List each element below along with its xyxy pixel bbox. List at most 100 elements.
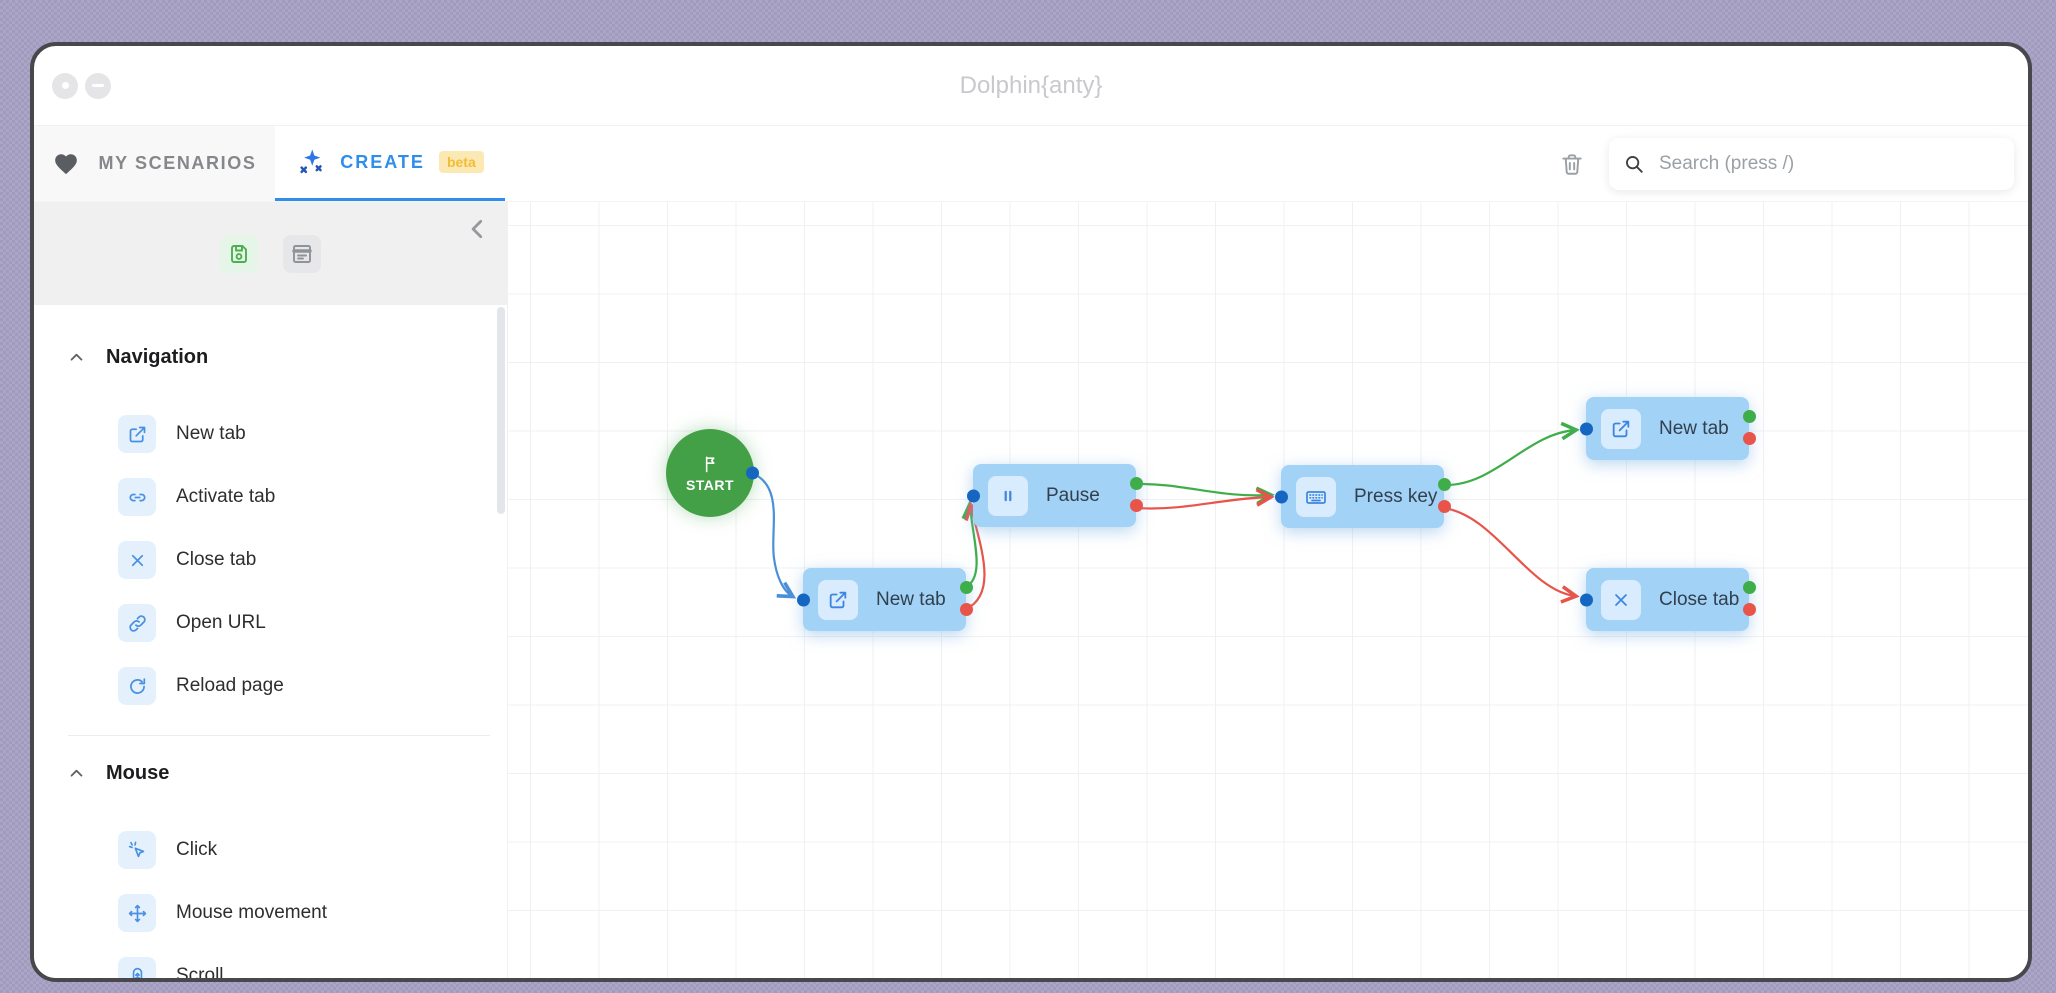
error-port[interactable] [1130,498,1143,512]
success-port[interactable] [960,580,973,594]
node-new-tab-1[interactable]: New tab [797,568,973,631]
form-view-button[interactable] [283,234,321,273]
collapse-sidebar-button[interactable] [465,216,491,242]
trash-icon [1559,151,1585,177]
section-navigation-header[interactable]: Navigation [34,337,507,377]
tab-label: CREATE [340,151,425,172]
item-label: Reload page [176,675,284,696]
section-title: Navigation [106,345,209,368]
success-port[interactable] [1743,580,1756,594]
sidebar-item-new-tab[interactable]: New tab [34,415,507,453]
flow-edges [752,421,1580,611]
error-port[interactable] [1743,431,1756,445]
actions-sidebar: Navigation New tab [34,202,508,980]
flow-canvas[interactable]: START New tab [508,202,2028,978]
window-controls [52,46,111,125]
form-icon [290,242,314,266]
sidebar-item-close-tab[interactable]: Close tab [34,541,507,579]
save-scenario-button[interactable] [220,234,258,273]
pause-icon [988,475,1028,516]
search-box [1609,137,2014,190]
new-tab-icon [118,415,156,453]
flag-icon [700,454,720,474]
delete-scenario-button[interactable] [1553,150,1591,178]
chevron-left-icon [465,216,491,242]
tab-bar: MY SCENARIOS CREATE beta [34,126,2028,202]
section-title: Mouse [106,761,170,784]
node-label: Press key [1354,485,1438,507]
tab-create[interactable]: CREATE beta [275,126,505,201]
external-link-icon [818,579,858,620]
save-icon [227,242,251,266]
node-label: Close tab [1659,588,1740,610]
close-icon [1601,579,1641,620]
close-tab-icon [118,541,156,579]
main-area: Navigation New tab [34,202,2028,980]
title-bar: Dolphin{anty} [34,46,2028,126]
node-pause[interactable]: Pause [967,464,1143,527]
search-icon [1623,153,1645,175]
success-port[interactable] [1438,477,1451,491]
error-port[interactable] [960,602,973,616]
input-port[interactable] [1275,490,1288,503]
mouse-movement-icon [118,894,156,932]
input-port[interactable] [797,593,810,606]
node-label: New tab [876,588,946,610]
node-new-tab-2[interactable]: New tab [1580,397,1756,460]
sidebar-item-scroll[interactable]: Scroll [34,957,507,980]
success-port[interactable] [1130,476,1143,490]
node-label: Pause [1046,484,1100,506]
minus-icon [92,84,104,87]
chevron-up-icon [68,765,85,782]
external-link-icon [1601,408,1641,449]
sidebar-item-activate-tab[interactable]: Activate tab [34,478,507,516]
sparkles-icon [296,147,326,177]
node-press-key[interactable]: Press key [1275,465,1451,528]
window-record-button[interactable] [52,72,78,99]
mouse-items: Click Mouse movement [34,831,507,980]
window-minimize-button[interactable] [85,72,111,99]
click-icon [118,831,156,869]
sidebar-scrollbar[interactable] [497,307,505,514]
input-port[interactable] [1580,593,1593,606]
input-port[interactable] [1580,422,1593,435]
item-label: Close tab [176,549,257,570]
reload-page-icon [118,667,156,705]
search-input[interactable] [1657,151,2000,176]
item-label: Open URL [176,612,266,633]
item-label: Click [176,839,218,860]
navigation-items: New tab Activate tab Close tab [34,415,507,705]
beta-badge: beta [438,151,484,173]
input-port[interactable] [967,489,980,502]
dot-icon [61,82,69,89]
node-close-tab[interactable]: Close tab [1580,568,1756,631]
sidebar-item-open-url[interactable]: Open URL [34,604,507,642]
app-title: Dolphin{anty} [959,71,1103,99]
error-port[interactable] [1743,602,1756,616]
open-url-icon [118,604,156,642]
item-label: New tab [176,423,246,444]
start-label: START [685,476,735,493]
heart-icon [53,151,79,177]
success-port[interactable] [1743,409,1756,423]
sidebar-item-reload-page[interactable]: Reload page [34,667,507,705]
sidebar-toolbar [34,202,507,305]
activate-tab-icon [118,478,156,516]
item-label: Mouse movement [176,902,328,923]
keyboard-icon [1296,476,1336,517]
item-label: Activate tab [176,486,276,507]
section-mouse-header[interactable]: Mouse [34,753,507,793]
error-port[interactable] [1438,499,1451,513]
sidebar-item-click[interactable]: Click [34,831,507,869]
item-label: Scroll [176,965,224,980]
tab-label: MY SCENARIOS [98,153,257,173]
scroll-icon [118,957,156,978]
chevron-up-icon [68,349,85,366]
node-start[interactable]: START [666,429,759,517]
app-window: Dolphin{anty} MY SCENARIOS CREATE beta [30,42,2032,982]
section-divider [68,735,490,736]
sidebar-item-mouse-movement[interactable]: Mouse movement [34,894,507,932]
output-port[interactable] [746,466,759,480]
tab-my-scenarios[interactable]: MY SCENARIOS [34,126,275,201]
node-label: New tab [1659,417,1729,439]
